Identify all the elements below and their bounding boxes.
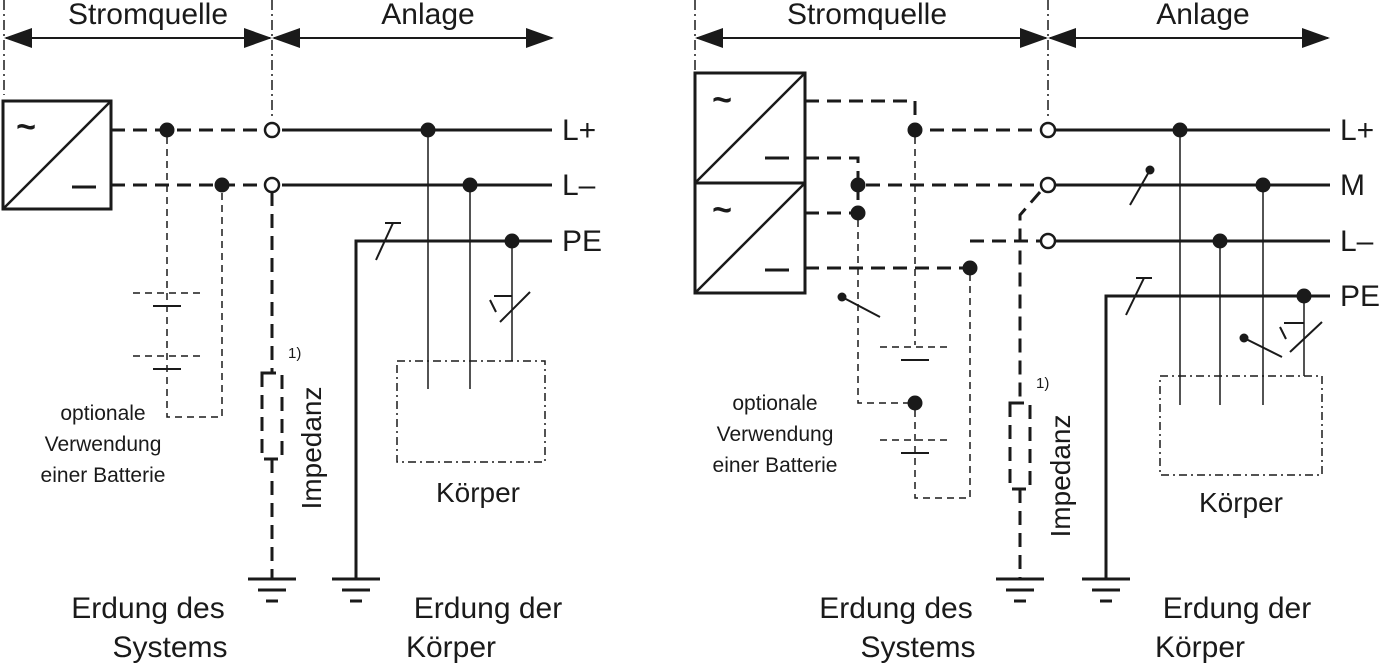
left-impedance-footnote: 1)	[288, 345, 301, 362]
right-label-l-minus: L–	[1340, 225, 1374, 258]
right-battery-note-1: optionale	[732, 392, 817, 415]
left-header: Stromquelle Anlage	[3, 0, 554, 120]
left-battery-note-3: einer Batterie	[41, 464, 166, 487]
right-header-installation: Anlage	[1156, 0, 1249, 31]
left-body	[396, 137, 546, 463]
left-converter-ac-symbol: ~	[16, 108, 36, 146]
left-header-source: Stromquelle	[68, 0, 228, 31]
left-body-label: Körper	[436, 477, 520, 508]
left-earthing-system-1: Erdung des	[71, 592, 224, 625]
right-earthing-bodies-2: Körper	[1155, 631, 1245, 664]
right-battery-note-3: einer Batterie	[713, 454, 838, 477]
left-body-earth	[332, 222, 552, 603]
right-converter-top: ~	[693, 71, 807, 185]
right-battery-branch	[837, 137, 971, 499]
right-earthing-system-2: Systems	[860, 631, 975, 664]
right-header-source: Stromquelle	[787, 0, 947, 31]
right-label-l-plus: L+	[1340, 114, 1374, 147]
right-converter-top-ac-symbol: ~	[712, 81, 732, 119]
left-battery-branch	[133, 137, 223, 418]
right-body-label: Körper	[1199, 487, 1283, 518]
left-system-earth	[248, 192, 296, 603]
right-label-pe: PE	[1340, 280, 1380, 313]
right-terminal-l-plus	[1039, 121, 1057, 139]
left-label-l-plus: L+	[562, 114, 596, 147]
left-earthing-system-2: Systems	[112, 631, 227, 664]
right-converter-bottom-ac-symbol: ~	[712, 191, 732, 229]
left-header-installation: Anlage	[381, 0, 474, 31]
right-impedance-label: Impedanz	[1045, 415, 1076, 538]
right-header: Stromquelle Anlage	[694, 0, 1330, 120]
right-terminal-m	[1039, 176, 1057, 194]
right-body	[1159, 137, 1323, 476]
right-converter-bottom: ~	[693, 181, 807, 295]
right-earthing-system-1: Erdung des	[819, 592, 972, 625]
left-earthing-bodies-2: Körper	[406, 631, 496, 664]
right-earthing-bodies-1: Erdung der	[1163, 592, 1311, 625]
right-impedance-footnote: 1)	[1036, 375, 1049, 392]
left-battery-note-1: optionale	[60, 402, 145, 425]
right-body-earth	[1082, 277, 1330, 603]
left-terminal-l-plus	[263, 121, 281, 139]
right-battery-note-2: Verwendung	[717, 423, 834, 446]
left-converter: ~	[1, 99, 113, 211]
left-earthing-bodies-1: Erdung der	[414, 592, 562, 625]
right-system-earth	[996, 191, 1044, 603]
left-label-pe: PE	[562, 225, 602, 258]
left-label-l-minus: L–	[562, 169, 596, 202]
left-diagram: Stromquelle Anlage ~ L+ L– PE	[1, 0, 602, 664]
right-terminal-l-minus	[1039, 232, 1057, 250]
left-impedance-label: Impedanz	[296, 387, 327, 510]
left-battery-note-2: Verwendung	[45, 433, 162, 456]
left-terminal-l-minus	[263, 176, 281, 194]
right-label-m: M	[1340, 169, 1365, 202]
right-diagram: Stromquelle Anlage ~ ~ L+	[693, 0, 1380, 664]
